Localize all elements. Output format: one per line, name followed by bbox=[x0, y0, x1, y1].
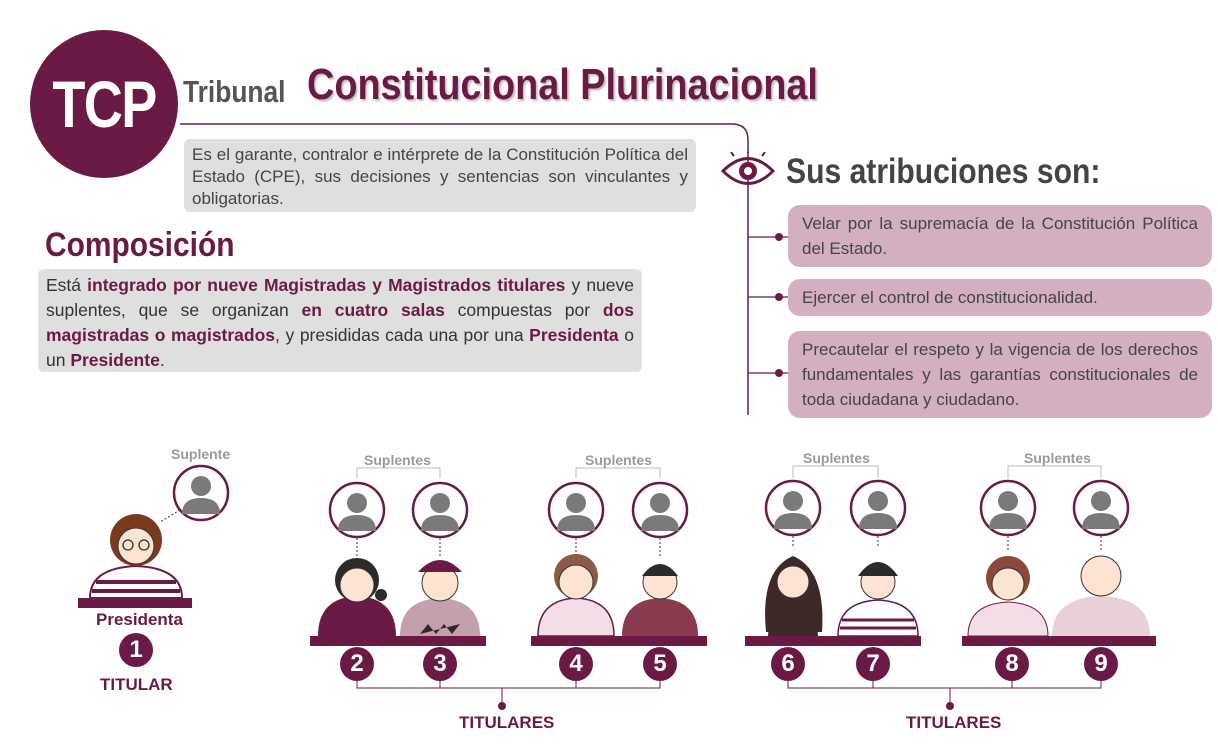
comp-seg: Presidente bbox=[70, 350, 160, 370]
comp-seg: o un bbox=[46, 325, 634, 370]
titulares-label: TITULARES bbox=[906, 713, 1002, 732]
number-badge: 8 bbox=[995, 647, 1029, 681]
number-badge: 4 bbox=[559, 647, 593, 681]
eye-icon bbox=[720, 152, 776, 185]
atribuciones-title: Sus atribuciones son: bbox=[786, 152, 1101, 191]
number-badge: 6 bbox=[771, 647, 805, 681]
suplente-avatar-1 bbox=[172, 464, 230, 522]
suplentes-label: Suplentes bbox=[364, 452, 431, 468]
logo-text: TCP bbox=[52, 67, 157, 141]
suplentes-label: Suplentes bbox=[585, 452, 652, 468]
comp-seg: en cuatro salas bbox=[301, 300, 445, 320]
presidenta-label: Presidenta bbox=[96, 610, 183, 629]
suplentes-label: Suplentes bbox=[803, 450, 870, 466]
page-title: Constitucional Plurinacional bbox=[307, 60, 818, 109]
comp-seg: integrado por nueve Magistradas y Magist… bbox=[87, 275, 566, 295]
comp-seg: compuestas por bbox=[444, 300, 603, 320]
atribucion-item: Precautelar el respeto y la vigencia de … bbox=[788, 331, 1212, 418]
comp-seg: dos magistradas o magistrados bbox=[46, 300, 634, 345]
number-badge: 3 bbox=[423, 647, 457, 681]
number-badge: 9 bbox=[1084, 647, 1118, 681]
number-badge: 7 bbox=[856, 647, 890, 681]
titulares-label: TITULARES bbox=[459, 713, 555, 732]
comp-seg: . bbox=[159, 350, 165, 370]
suplente-label: Suplente bbox=[171, 446, 231, 462]
number-badge: 5 bbox=[643, 647, 677, 681]
suplentes-label: Suplentes bbox=[1024, 450, 1091, 466]
header-tribunal: Tribunal bbox=[183, 74, 286, 109]
composicion-text: Está integrado por nueve Magistradas y M… bbox=[38, 269, 642, 372]
tcp-logo: TCP bbox=[30, 30, 178, 178]
titular-label: TITULAR bbox=[100, 675, 173, 694]
atribucion-item: Velar por la supremacía de la Constituci… bbox=[788, 205, 1212, 267]
number-badge: 2 bbox=[340, 647, 374, 681]
comp-seg: Está bbox=[46, 275, 88, 295]
description-box: Es el garante, contralor e intérprete de… bbox=[184, 139, 696, 212]
composicion-title: Composición bbox=[45, 226, 235, 264]
comp-seg: , y presididas cada una por una bbox=[275, 325, 530, 345]
number-badge: 1 bbox=[119, 633, 153, 667]
comp-seg: Presidenta bbox=[529, 325, 619, 345]
atribucion-item: Ejercer el control de constitucionalidad… bbox=[788, 279, 1212, 316]
titular-person-1 bbox=[88, 514, 184, 599]
comp-seg: y nueve suplentes, que se organizan bbox=[46, 275, 635, 320]
